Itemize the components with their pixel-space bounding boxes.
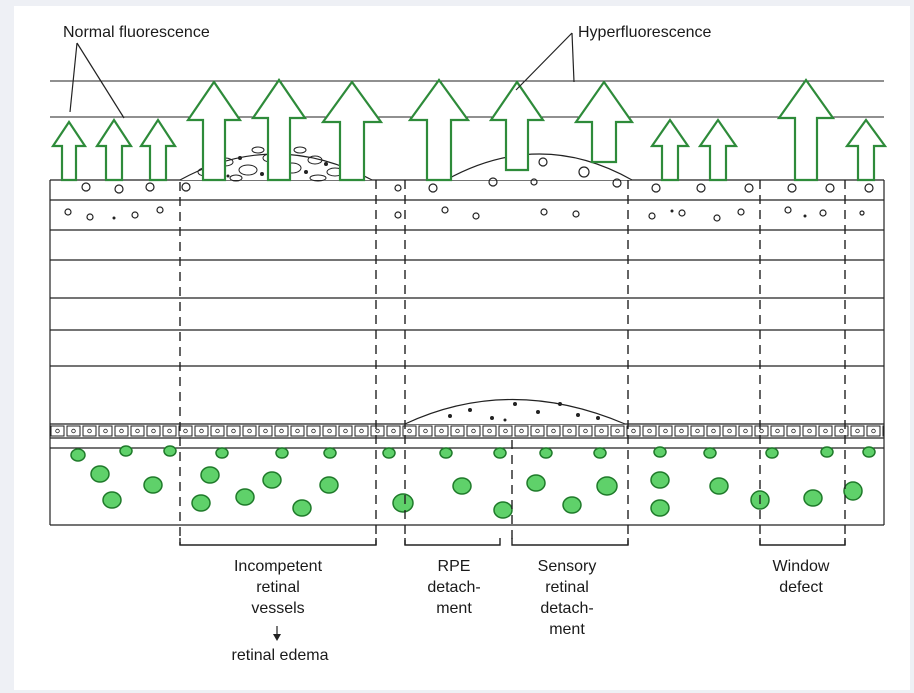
- up-arrow-icon: [573, 80, 635, 164]
- inner-cells-row2: [64, 206, 865, 222]
- region-brackets: [179, 538, 846, 546]
- retina-layers: [49, 179, 885, 526]
- region-dividers: [179, 180, 846, 545]
- retinal-edema-label: retinal edema: [232, 647, 329, 664]
- sensory-detachment-label: Sensory retinal detach- ment: [538, 558, 597, 638]
- inner-dots-row2: [112, 209, 807, 220]
- sensory-line-1: Sensory: [538, 558, 597, 575]
- sensory-line-3: detach-: [540, 600, 593, 617]
- callout-lines: [69, 32, 575, 636]
- rpe-line-2: detach-: [427, 579, 480, 596]
- fluorescence-arrows: [50, 78, 888, 182]
- inner-cells-row1: [81, 157, 874, 194]
- sensory-detachment-bump: [445, 153, 633, 181]
- rpe-detachment-bump: [404, 398, 626, 425]
- up-arrow-icon: [94, 117, 134, 182]
- sensory-line-4: ment: [549, 621, 585, 638]
- rpe-line-1: RPE: [438, 558, 471, 575]
- window-line-2: defect: [779, 579, 823, 596]
- up-arrow-icon: [407, 78, 471, 182]
- hyperfluorescence-label: Hyperfluorescence: [578, 24, 712, 41]
- up-arrow-icon: [50, 120, 88, 182]
- up-arrow-icon: [138, 117, 178, 182]
- rpe-line-3: ment: [436, 600, 472, 617]
- up-arrow-icon: [649, 118, 691, 182]
- up-arrow-icon: [488, 80, 546, 172]
- normal-fluorescence-label: Normal fluorescence: [63, 24, 210, 41]
- up-arrow-icon: [844, 118, 888, 182]
- up-arrow-icon: [320, 80, 384, 182]
- incompetent-line-1: Incompetent: [234, 558, 323, 575]
- rpe-detachment-label: RPE detach- ment: [427, 558, 480, 617]
- window-line-1: Window: [773, 558, 830, 575]
- up-arrow-icon: [776, 78, 836, 182]
- window-defect-label: Window defect: [773, 558, 830, 596]
- sensory-line-2: retinal: [545, 579, 589, 596]
- incompetent-line-2: retinal: [256, 579, 300, 596]
- up-arrow-icon: [697, 118, 739, 182]
- up-arrow-icon: [185, 80, 243, 182]
- up-arrow-icon: [250, 78, 308, 182]
- rpe-detachment-dots: [448, 402, 600, 422]
- incompetent-line-3: vessels: [251, 600, 304, 617]
- choroid-cells: [70, 445, 876, 519]
- fluorescence-level-lines: [50, 80, 884, 118]
- rpe-band: [50, 424, 884, 438]
- incompetent-vessels-label: Incompetent retinal vessels retinal edem…: [232, 558, 329, 664]
- edema-arrowhead: [273, 634, 281, 641]
